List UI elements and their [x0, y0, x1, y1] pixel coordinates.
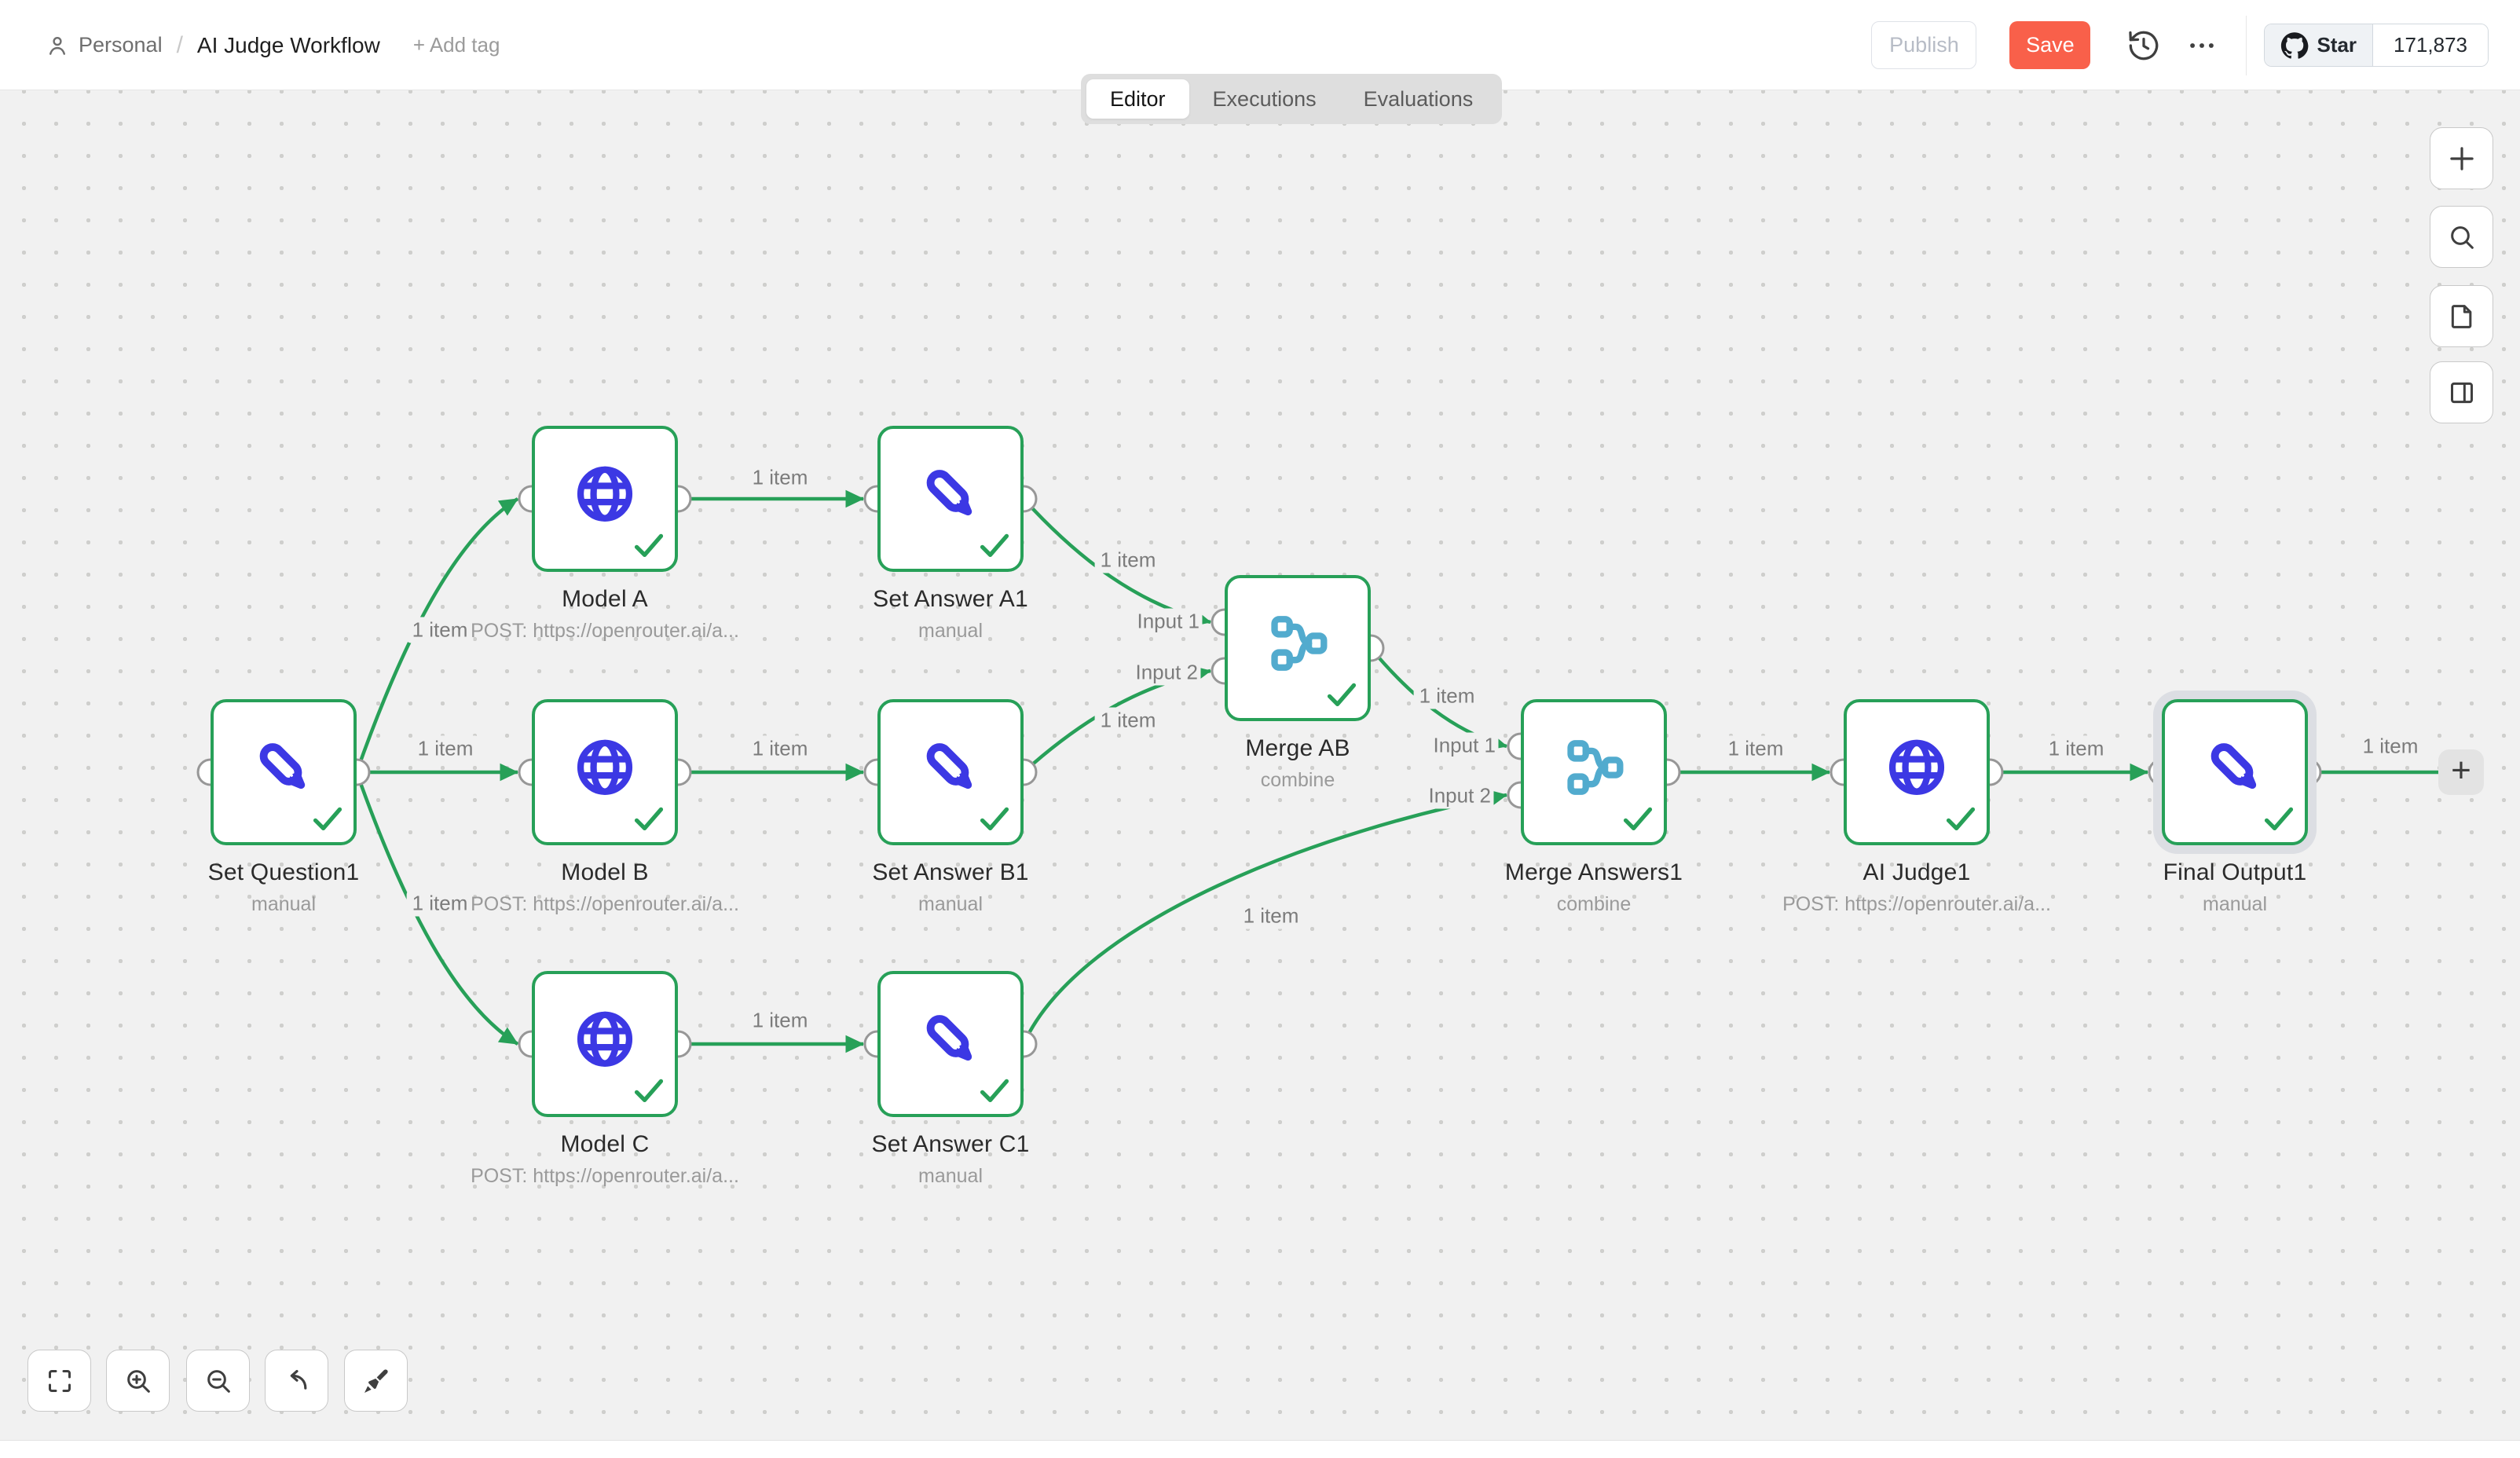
edge-items-label: 1 item: [2043, 736, 2110, 762]
tab-evaluations[interactable]: Evaluations: [1340, 79, 1497, 119]
node-model-a[interactable]: [532, 426, 678, 572]
publish-button[interactable]: Publish: [1871, 21, 1976, 69]
person-icon: [44, 32, 71, 59]
edge-items-label: 1 item: [1095, 548, 1162, 573]
zoom-out-button[interactable]: [186, 1350, 250, 1412]
header-actions: Publish Save Star 171,873: [1871, 0, 2520, 90]
edge-items-label: 1 item: [1238, 903, 1305, 929]
save-button[interactable]: Save: [2009, 21, 2090, 69]
tab-executions[interactable]: Executions: [1189, 79, 1340, 119]
success-check-icon: [632, 805, 665, 836]
node-merge-ab[interactable]: [1225, 575, 1371, 721]
history-button[interactable]: [2120, 22, 2167, 69]
tidy-up-button[interactable]: [344, 1350, 408, 1412]
merge-icon: [1264, 611, 1331, 680]
project-menu[interactable]: Personal: [44, 32, 163, 59]
success-check-icon: [978, 1077, 1011, 1108]
input-port-label: Input 1: [1134, 609, 1202, 635]
github-star-segment[interactable]: Star: [2265, 24, 2373, 66]
edge-items-label: 1 item: [747, 736, 814, 762]
globe-icon: [570, 1005, 639, 1078]
tab-editor[interactable]: Editor: [1086, 79, 1189, 119]
success-check-icon: [1621, 805, 1654, 836]
breadcrumb-separator: /: [177, 32, 183, 59]
success-check-icon: [1944, 805, 1977, 836]
panel-toggle-button[interactable]: [2430, 361, 2493, 423]
node-final-output1[interactable]: [2162, 699, 2308, 845]
success-check-icon: [2262, 805, 2295, 836]
node-ai-judge1[interactable]: [1844, 699, 1990, 845]
input-port-label: Input 1: [1430, 733, 1498, 759]
node-set-question1[interactable]: [211, 699, 357, 845]
pencil-icon: [918, 1006, 983, 1076]
edge-items-label: 1 item: [1723, 736, 1789, 762]
edge-items-label: 1 item: [747, 1008, 814, 1034]
edge-items-label: 1 item: [1414, 683, 1481, 709]
fit-view-icon: [44, 1365, 75, 1397]
search-button[interactable]: [2430, 206, 2493, 268]
node-set-answer-c1[interactable]: [877, 971, 1024, 1117]
merge-icon: [1560, 735, 1628, 804]
project-name: Personal: [79, 33, 163, 57]
edge-items-label: 1 item: [407, 617, 474, 643]
ellipsis-icon: [2185, 28, 2219, 63]
zoom-in-button[interactable]: [106, 1350, 170, 1412]
more-options-button[interactable]: [2178, 22, 2225, 69]
github-icon: [2280, 31, 2309, 60]
pencil-icon: [918, 461, 983, 531]
history-icon: [2126, 27, 2162, 64]
success-check-icon: [632, 1077, 665, 1108]
sticky-note-button[interactable]: [2430, 285, 2493, 347]
add-tag-button[interactable]: + Add tag: [413, 33, 500, 57]
success-check-icon: [311, 805, 344, 836]
view-tabs: Editor Executions Evaluations: [1081, 74, 1502, 124]
tidy-up-icon: [361, 1365, 392, 1397]
add-node-button[interactable]: [2430, 127, 2493, 189]
node-set-answer-a1[interactable]: [877, 426, 1024, 572]
github-star-widget[interactable]: Star 171,873: [2264, 24, 2489, 67]
panel-icon: [2446, 377, 2478, 408]
edge-items-label: 1 item: [1095, 708, 1162, 734]
header-divider: [2246, 16, 2247, 75]
success-check-icon: [978, 532, 1011, 562]
edge-items-label: 1 item: [2357, 734, 2424, 760]
workflow-title[interactable]: AI Judge Workflow: [197, 33, 380, 58]
undo-icon: [281, 1365, 313, 1397]
github-star-count: 171,873: [2373, 24, 2488, 66]
success-check-icon: [632, 532, 665, 562]
success-check-icon: [978, 805, 1011, 836]
edge-items-label: 1 item: [747, 465, 814, 491]
breadcrumb: Personal / AI Judge Workflow + Add tag: [44, 0, 500, 90]
github-star-label: Star: [2317, 33, 2357, 57]
node-model-b[interactable]: [532, 699, 678, 845]
globe-icon: [570, 733, 639, 806]
pencil-icon: [2202, 734, 2268, 804]
search-icon: [2446, 222, 2478, 253]
success-check-icon: [1325, 681, 1358, 712]
zoom-in-icon: [123, 1365, 154, 1397]
node-model-c[interactable]: [532, 971, 678, 1117]
input-port-label: Input 2: [1426, 783, 1493, 809]
footer-bar: [0, 1440, 2520, 1458]
sticky-note-icon: [2446, 301, 2478, 332]
edge-items-label: 1 item: [412, 736, 479, 762]
globe-icon: [570, 460, 639, 533]
node-merge-answers1[interactable]: [1521, 699, 1667, 845]
input-port-label: Input 2: [1133, 660, 1200, 686]
pencil-icon: [251, 734, 317, 804]
globe-icon: [1882, 733, 1951, 806]
add-next-node-button[interactable]: +: [2438, 749, 2484, 795]
fit-view-button[interactable]: [27, 1350, 91, 1412]
node-set-answer-b1[interactable]: [877, 699, 1024, 845]
zoom-out-icon: [203, 1365, 234, 1397]
undo-button[interactable]: [265, 1350, 328, 1412]
pencil-icon: [918, 734, 983, 804]
edge-items-label: 1 item: [407, 891, 474, 917]
plus-icon: [2445, 142, 2478, 175]
